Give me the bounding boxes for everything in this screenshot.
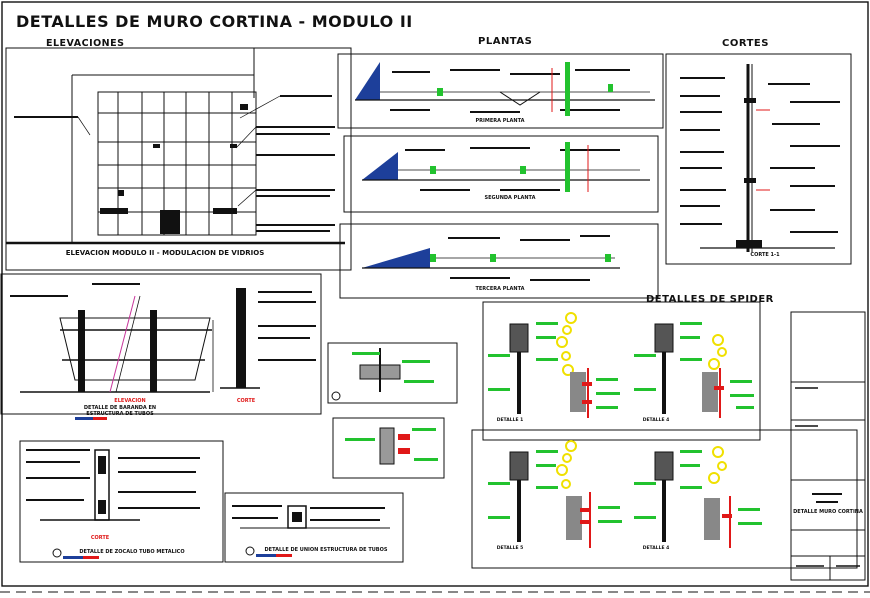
spider-detail-cell bbox=[488, 312, 762, 548]
section-title-plantas: PLANTAS bbox=[478, 36, 533, 47]
baranda-corte-label: CORTE bbox=[236, 398, 256, 404]
title-block-drawing-name: DETALLE MURO CORTINA bbox=[793, 509, 863, 515]
title-block bbox=[790, 311, 866, 581]
sheet-title: DETALLES DE MURO CORTINA - MODULO II bbox=[16, 12, 413, 31]
spider-detail-5-label: DETALLE 5 bbox=[496, 546, 524, 551]
cortes-panel bbox=[665, 53, 852, 265]
detail-panel-b bbox=[332, 417, 445, 479]
section-title-elevaciones: ELEVACIONES bbox=[46, 38, 125, 49]
baranda-elevacion-label: ELEVACION bbox=[114, 398, 146, 404]
planta-panel-1 bbox=[337, 53, 664, 129]
segunda-planta-label: SEGUNDA PLANTA bbox=[484, 195, 536, 201]
elevation-caption: ELEVACION MODULO II - MODULACION DE VIDR… bbox=[65, 249, 265, 257]
spider-panel bbox=[471, 301, 858, 569]
zocalo-corte-label: CORTE bbox=[90, 535, 110, 541]
corte-section-label: CORTE 1-1 bbox=[750, 252, 780, 258]
detail-panel-a bbox=[327, 342, 458, 404]
baranda-panel bbox=[0, 273, 322, 420]
section-title-spider: DETALLES DE SPIDER bbox=[646, 294, 774, 305]
zocalo-panel bbox=[19, 440, 224, 563]
section-title-cortes: CORTES bbox=[722, 38, 769, 49]
spider-detail-4-label: DETALLE 4 bbox=[642, 418, 670, 423]
zocalo-caption: DETALLE DE ZOCALO TUBO METALICO bbox=[79, 549, 185, 555]
primera-planta-label: PRIMERA PLANTA bbox=[475, 118, 525, 124]
planta-panel-3 bbox=[339, 223, 659, 299]
spider-detail-1-label: DETALLE 1 bbox=[496, 418, 524, 423]
planta-panel-2 bbox=[343, 135, 659, 213]
elevation-panel bbox=[5, 47, 352, 271]
union-caption: DETALLE DE UNION ESTRUCTURA DE TUBOS bbox=[264, 547, 388, 553]
tercera-planta-label: TERCERA PLANTA bbox=[475, 286, 525, 292]
union-panel bbox=[224, 492, 404, 563]
sheet-border bbox=[1, 1, 869, 587]
spider-detail-6-label: DETALLE 4 bbox=[642, 546, 670, 551]
baranda-caption: DETALLE DE BARANDA EN ESTRUCTURA DE TUBO… bbox=[83, 405, 157, 417]
